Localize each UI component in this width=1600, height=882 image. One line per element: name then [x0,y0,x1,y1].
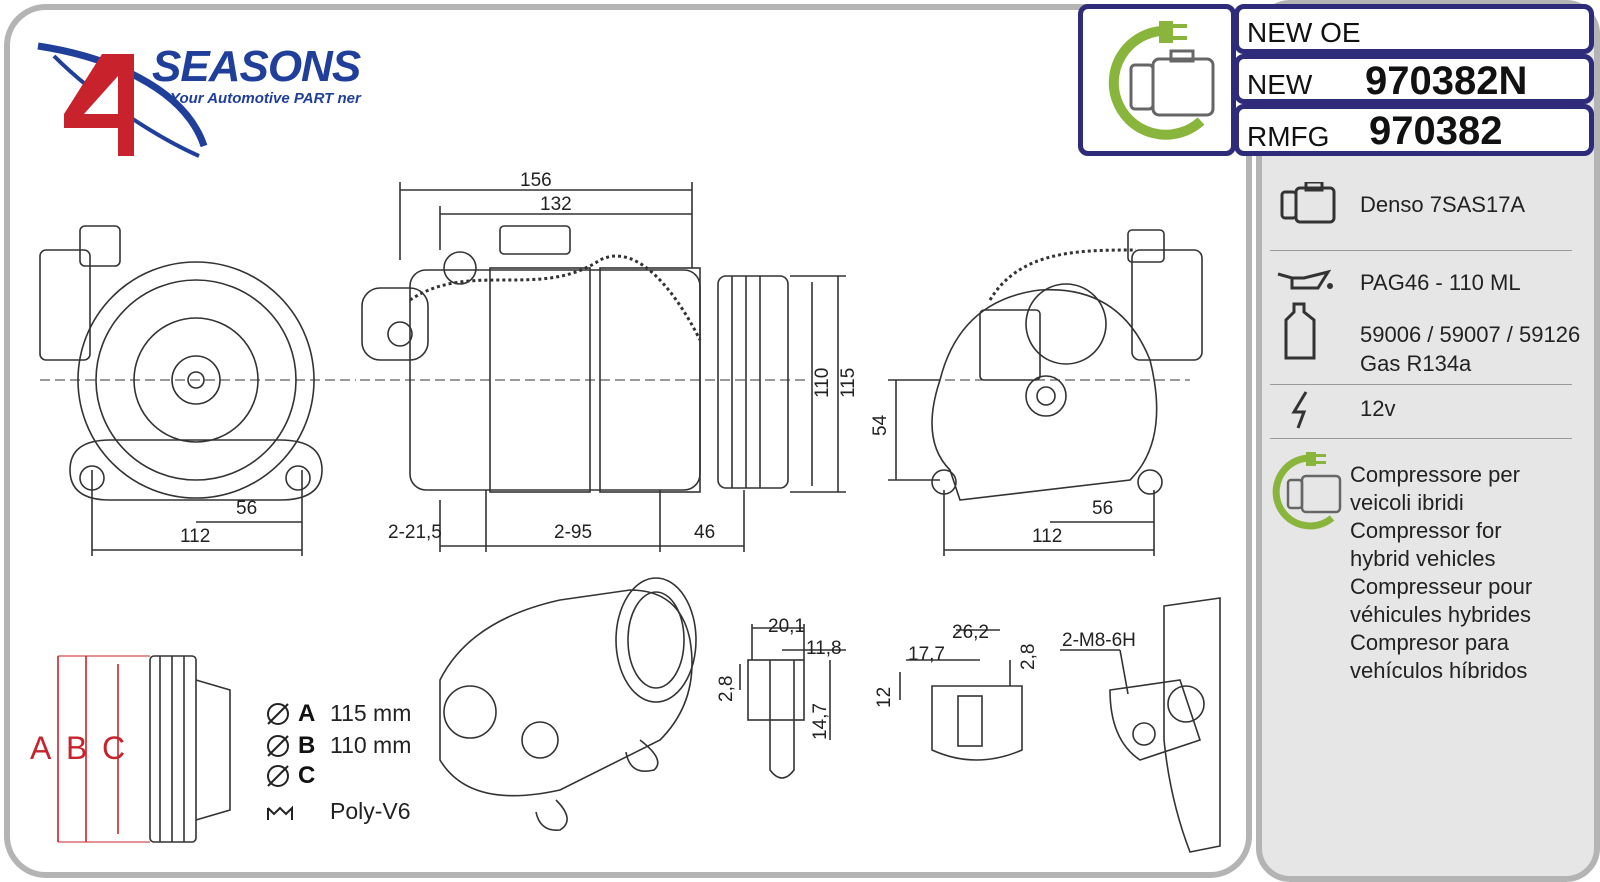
legend-letter-c: C [298,762,316,789]
legend-belt-type: Poly-V6 [330,798,411,824]
hybrid-compressor-icon [1108,21,1215,140]
hybrid-french-line-2: véhicules hybrides [1350,602,1531,627]
oil-type: PAG46 - 110 ML [1360,270,1521,295]
legend-letter-a: A [298,700,316,727]
brand-name: SEASONS [152,42,361,91]
drawing-frame [4,4,1252,878]
new-oe-label: NEW OE [1247,17,1361,48]
lightning-icon [1291,391,1308,429]
dim-rear-width: 112 [1032,526,1063,547]
pulley-letter-a: A [30,730,52,766]
dim-side-mount-spacing: 2-95 [554,522,593,543]
brand-logo: SEASONS Your Automotive PART ner [34,36,394,160]
fitting-detail-2 [899,629,1023,761]
dim-detail2-width: 26,2 [952,622,989,643]
hybrid-icon-box [1078,4,1236,156]
diameter-symbols [267,703,293,820]
oil-references: 59006 / 59007 / 59126 [1360,322,1581,347]
compressor-icon [1280,182,1336,224]
legend-diameter-b: 110 mm [330,732,412,758]
pulley-letter-b: B [66,730,88,766]
isometric-view-drawing [439,577,697,831]
voltage: 12v [1360,396,1396,421]
hybrid-french-line-1: Compresseur pour [1350,574,1533,599]
logo-graphic [37,42,208,158]
spec-divider [1270,384,1572,385]
brand-tagline: Your Automotive PART ner [170,90,361,107]
fitting-detail-3 [1060,597,1221,853]
dim-detail1-inner: 11,8 [806,638,842,659]
dim-rear-height: 54 [870,414,891,436]
new-part-box: NEW 970382N [1234,54,1594,104]
dim-detail2-depth: 2,8 [1018,643,1039,670]
dim-front-width: 112 [180,526,211,547]
hybrid-spanish-line-1: Compresor para [1350,630,1509,655]
dim-detail3-thread: 2-M8-6H [1062,630,1136,651]
dim-pulley-a: 115 [838,367,859,398]
dim-detail1-depth: 2,8 [716,675,737,702]
legend-diameter-a: 115 mm [330,700,412,726]
oil-can-icon [1277,269,1333,290]
compressor-model: Denso 7SAS17A [1360,192,1526,217]
rmfg-label: RMFG [1247,121,1330,152]
dim-detail2-inner: 17,7 [908,644,945,665]
new-part-number: 970382N [1365,59,1528,103]
pulley-letter-c: C [102,730,126,766]
dim-pulley-b: 110 [812,367,833,398]
side-view-drawing [360,225,810,493]
spec-divider [1270,438,1572,439]
spec-divider [1270,250,1572,251]
pulley-profile-drawing [57,655,231,843]
rmfg-part-box: RMFG 970382 [1234,104,1594,156]
hybrid-italian-line-1: Compressore per [1350,462,1520,487]
new-label: NEW [1247,69,1313,100]
hybrid-italian-line-2: veicoli ibridi [1350,490,1464,515]
front-view-drawing [39,225,356,501]
hybrid-compressor-icon [1272,452,1342,530]
fitting-detail-1 [739,624,846,779]
rear-view-drawing [900,229,1203,501]
oil-bottle-icon [1284,302,1316,360]
dim-rear-half-width: 56 [1092,498,1114,519]
hybrid-english-line-2: hybrid vehicles [1350,546,1496,571]
dim-side-body-length: 132 [540,194,572,215]
hybrid-spanish-line-2: vehículos híbridos [1350,658,1528,683]
dim-side-pulley-offset: 46 [694,522,716,543]
dim-detail1-height: 14,7 [810,703,831,740]
rmfg-part-number: 970382 [1369,109,1503,153]
legend-letter-b: B [298,732,316,759]
hybrid-english-line-1: Compressor for [1350,518,1502,543]
dim-front-half-width: 56 [236,498,258,519]
new-oe-box: NEW OE [1234,4,1594,54]
refrigerant-gas: Gas R134a [1360,351,1472,376]
dim-side-overall-length: 156 [520,170,552,191]
dim-detail1-width: 20,1 [768,616,805,637]
technical-drawings [39,182,1221,853]
dim-side-offset: 2-21,5 [388,522,442,543]
dim-detail2-height: 12 [874,686,895,708]
